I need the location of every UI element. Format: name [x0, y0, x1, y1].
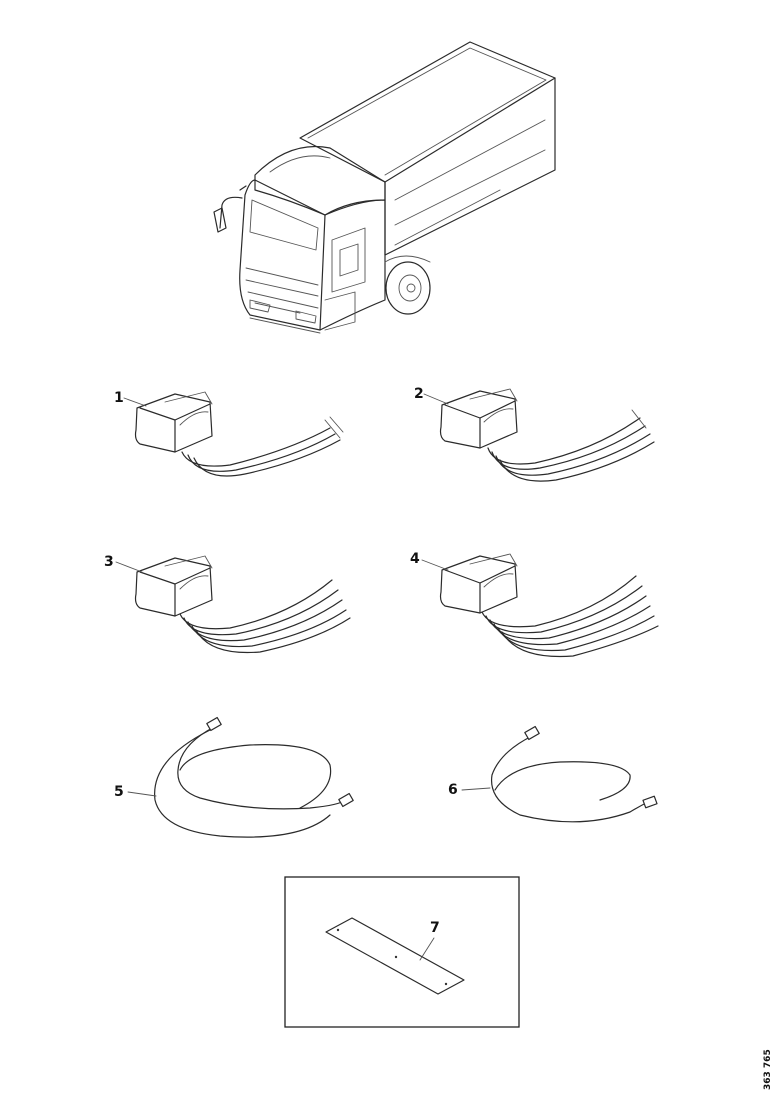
cable-part-6: 6	[448, 725, 658, 823]
cable-bundle-1	[181, 416, 344, 477]
cable-part-5: 5	[114, 716, 354, 838]
leader-line-6	[461, 787, 491, 791]
control-unit-3: 3	[104, 554, 351, 654]
callout-label-4: 4	[410, 551, 420, 567]
control-unit-2: 2	[414, 386, 655, 482]
leader-line-3	[115, 561, 143, 573]
callout-label-3: 3	[104, 554, 114, 570]
part-7-box	[284, 876, 520, 1028]
part-7-frame: 7	[284, 876, 520, 1028]
leader-line-5	[127, 791, 157, 797]
leader-line-2	[423, 393, 449, 405]
callout-label-6: 6	[448, 782, 458, 798]
truck-illustration	[213, 41, 556, 334]
callout-label-5: 5	[114, 784, 124, 800]
leader-line-1	[123, 397, 147, 407]
callout-label-1: 1	[114, 390, 124, 406]
leader-line-4	[421, 559, 449, 571]
cable-bundle-2	[487, 409, 655, 482]
leader-line-7	[419, 937, 435, 961]
cable-bundle-4	[481, 575, 659, 658]
control-unit-1: 1	[114, 390, 344, 477]
drawing-code-label: 363 765	[763, 1049, 773, 1090]
part-7-plate	[325, 917, 465, 995]
callout-label-2: 2	[414, 386, 424, 402]
callout-label-7: 7	[430, 920, 440, 936]
control-unit-4: 4	[410, 551, 659, 658]
cable-bundle-3	[179, 579, 351, 654]
